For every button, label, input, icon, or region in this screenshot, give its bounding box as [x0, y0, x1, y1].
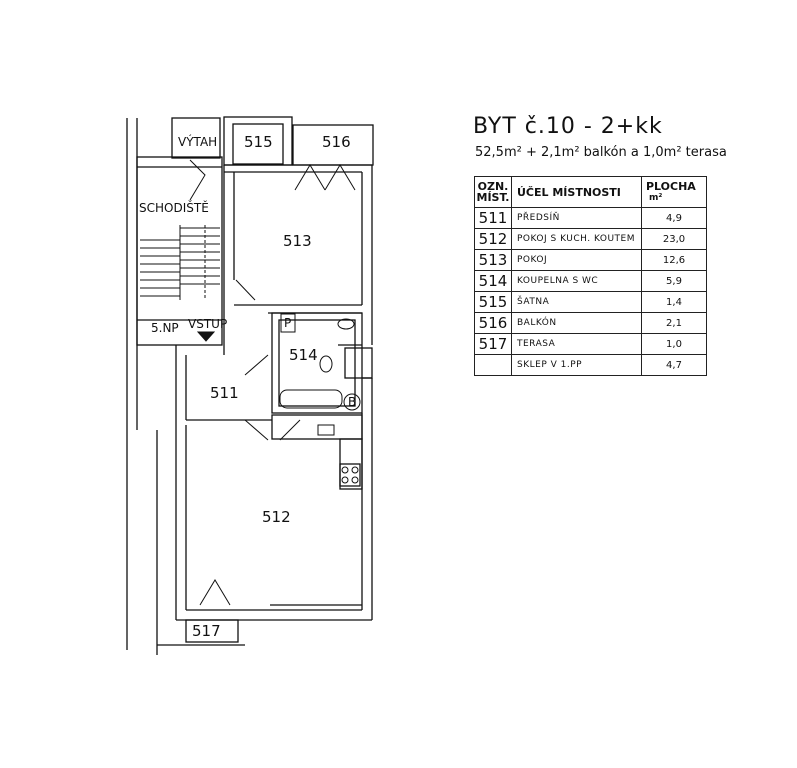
- table-row: 513 POKOJ 12,6: [474, 249, 707, 271]
- area-unit: m²: [649, 193, 663, 203]
- boiler-label: B: [348, 395, 356, 409]
- elevator-label: VÝTAH: [178, 134, 217, 149]
- cell-use: TERASA: [511, 333, 642, 355]
- page-subtitle: 52,5m² + 2,1m² balkón a 1,0m² terasa: [475, 145, 727, 160]
- cell-number: 514: [474, 270, 512, 292]
- hob-icon: [351, 476, 359, 484]
- cell-area: 23,0: [641, 228, 707, 250]
- cabinet-icon: [280, 313, 296, 333]
- hob-icon: [341, 466, 349, 474]
- cell-area: 12,6: [641, 249, 707, 271]
- floor-label: 5.NP: [151, 321, 179, 335]
- cell-area: 1,0: [641, 333, 707, 355]
- table-row: 514 KOUPELNA S WC 5,9: [474, 270, 707, 292]
- cell-number: 512: [474, 228, 512, 250]
- entrance-label: VSTUP: [188, 317, 227, 331]
- cell-area: 1,4: [641, 291, 707, 313]
- room-label-514: 514: [289, 346, 318, 364]
- table-header-row: OZN. MÍST. ÚČEL MÍSTNOSTI PLOCHAm²: [474, 176, 707, 208]
- col-header-number: OZN. MÍST.: [474, 176, 512, 208]
- cell-number: 511: [474, 207, 512, 229]
- toilet-icon: [337, 318, 355, 330]
- cell-number: 515: [474, 291, 512, 313]
- cell-area: 4,9: [641, 207, 707, 229]
- cell-number: 517: [474, 333, 512, 355]
- room-label-515: 515: [244, 133, 273, 151]
- cell-use: POKOJ: [511, 249, 642, 271]
- table-row: 511 PŘEDSÍŇ 4,9: [474, 207, 707, 229]
- table-row: 516 BALKÓN 2,1: [474, 312, 707, 334]
- room-label-513: 513: [283, 232, 312, 250]
- boiler-icon: [343, 393, 361, 411]
- cell-use: SKLEP V 1.PP: [511, 354, 642, 376]
- table-row: SKLEP V 1.PP 4,7: [474, 354, 707, 376]
- col-header-area: PLOCHAm²: [641, 176, 707, 208]
- room-label-517: 517: [192, 622, 221, 640]
- cabinet-label: P: [284, 316, 291, 330]
- cell-use: BALKÓN: [511, 312, 642, 334]
- bathtub-icon: [279, 389, 343, 409]
- sink-icon: [319, 355, 333, 373]
- cell-area: 5,9: [641, 270, 707, 292]
- room-label-512: 512: [262, 508, 291, 526]
- room-table: OZN. MÍST. ÚČEL MÍSTNOSTI PLOCHAm² 511 P…: [474, 176, 707, 376]
- table-row: 515 ŠATNA 1,4: [474, 291, 707, 313]
- walls: [126, 116, 374, 655]
- room-label-511: 511: [210, 384, 239, 402]
- hob-icon: [351, 466, 359, 474]
- staircase-label: SCHODIŠTĚ: [139, 200, 209, 215]
- fixtures: [196, 313, 361, 484]
- col-header-use: ÚČEL MÍSTNOSTI: [511, 176, 642, 208]
- col-header-area-label: PLOCHA: [646, 180, 696, 193]
- page-title: BYT č.10 - 2+kk: [473, 114, 663, 139]
- cell-use: PŘEDSÍŇ: [511, 207, 642, 229]
- door-swings: [189, 159, 356, 606]
- cell-number: [474, 354, 512, 376]
- cell-use: POKOJ S KUCH. KOUTEM: [511, 228, 642, 250]
- entrance-arrow-icon: [196, 331, 216, 342]
- cell-number: 516: [474, 312, 512, 334]
- cell-area: 2,1: [641, 312, 707, 334]
- room-label-516: 516: [322, 133, 351, 151]
- cell-use: KOUPELNA S WC: [511, 270, 642, 292]
- cell-use: ŠATNA: [511, 291, 642, 313]
- stair-treads: [140, 225, 220, 300]
- hob-icon: [341, 476, 349, 484]
- table-row: 517 TERASA 1,0: [474, 333, 707, 355]
- kitchen-sink-icon: [317, 424, 335, 436]
- cell-number: 513: [474, 249, 512, 271]
- table-row: 512 POKOJ S KUCH. KOUTEM 23,0: [474, 228, 707, 250]
- cell-area: 4,7: [641, 354, 707, 376]
